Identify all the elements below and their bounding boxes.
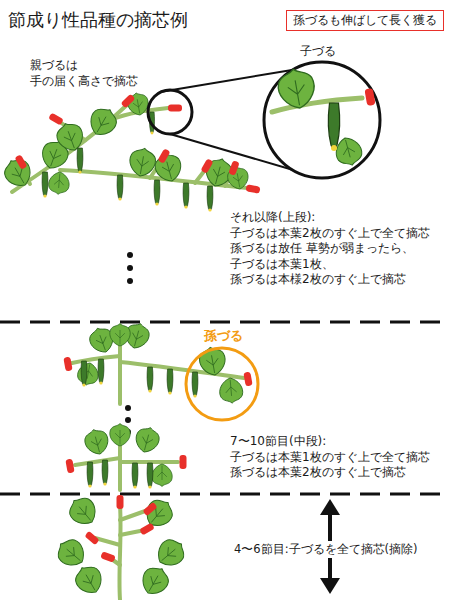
note-box: 孫づるも伸ばして長く獲る [286, 10, 444, 31]
middle-plant-lower-part [75, 446, 178, 490]
bottom-plant-part [84, 531, 99, 545]
zoom-callout-part [364, 88, 375, 106]
section-divider-part [0, 493, 450, 496]
ellipsis-dots-part [127, 252, 133, 258]
bottom-plant-part [137, 562, 173, 599]
middle-plant-part [110, 324, 130, 346]
middle-plant-part-part [72, 356, 120, 363]
section-divider-part [0, 321, 450, 324]
top-plant-part [14, 154, 27, 170]
middle-plant-lower-part [87, 462, 93, 488]
bottom-plant-part-part [95, 538, 120, 545]
bottom-plant-part [100, 551, 116, 562]
middle-plant-lower-part [147, 463, 153, 489]
sub-shoot-label: 孫づる [204, 328, 243, 345]
middle-plant-part [63, 356, 72, 371]
middle-plant-lower-part [102, 460, 108, 486]
top-plant-part-part [12, 104, 128, 192]
range-arrow-part [320, 499, 340, 515]
middle-plant-part [167, 369, 173, 395]
middle-plant-lower-part [133, 425, 162, 455]
top-plant-part [42, 172, 48, 198]
range-arrow-part [320, 578, 340, 594]
top-plant-part [200, 158, 213, 174]
bottom-plant-part [117, 495, 124, 509]
bottom-plant-part [71, 561, 107, 598]
middle-plant-part [243, 371, 252, 386]
note-text: 孫づるも伸ばして長く獲る [293, 13, 437, 28]
top-plant-part [154, 180, 160, 206]
top-plant-part [245, 184, 260, 193]
middle-plant-lower-part [152, 464, 172, 486]
middle-plant [63, 321, 258, 420]
top-plant-part [117, 175, 123, 201]
bottom-plant-part [142, 502, 157, 516]
zoom-callout-part [329, 103, 340, 151]
zoom-callout-part [276, 66, 318, 111]
bottom-plant-part [152, 534, 190, 572]
middle-plant-part-part [120, 362, 244, 378]
zoom-callout-part [264, 62, 380, 178]
ellipsis-dots-part [125, 417, 131, 423]
diagram-title: 節成り性品種の摘芯例 [8, 8, 188, 31]
middle-plant-lower-part [180, 455, 187, 469]
middle-plant-lower-part [132, 463, 138, 489]
top-plant-part [157, 148, 170, 164]
middle-plant-part [81, 361, 87, 387]
upper-section-note: それ以降(上段): 子づるは本葉2枚のすぐ上で全て摘芯 孫づるは放任 草勢が弱ま… [230, 210, 444, 288]
top-plant-part [77, 148, 83, 174]
ellipsis-dots-part [127, 265, 133, 271]
middle-plant-lower-part [110, 424, 130, 446]
middle-plant-part [192, 372, 198, 398]
top-plant-part [228, 160, 239, 176]
middle-plant-part [98, 359, 104, 385]
top-plant-part [207, 186, 213, 212]
ellipsis-dots-part [127, 278, 133, 284]
top-plant-part [0, 154, 36, 191]
top-plant-part [48, 171, 70, 195]
bottom-plant-part [64, 492, 102, 530]
bottom-plant-part [52, 534, 90, 572]
zoom-callout-part [148, 90, 192, 134]
middle-plant-lower-part [65, 458, 74, 473]
top-plant-part [152, 151, 184, 185]
top-plant [0, 91, 261, 211]
middle-plant-part [219, 377, 244, 404]
middle-section-note: 7〜10節目(中段): 子づるは本葉1枚のすぐ上で全て摘芯 孫づるは本葉2枚のす… [230, 434, 444, 481]
section-divider [0, 322, 450, 494]
bottom-plant [52, 492, 189, 600]
bottom-plant-part [139, 522, 155, 535]
top-plant-part [127, 146, 157, 178]
middle-plant-lower-part-part [118, 446, 122, 490]
middle-plant-lower [65, 424, 186, 490]
zoom-callout [148, 62, 380, 178]
side-shoot-label: 子づる [300, 44, 336, 60]
bottom-plant-part [95, 504, 148, 600]
top-plant-part [48, 112, 64, 125]
highlight-circle [186, 348, 258, 420]
main-vine-note: 親づるは 手の届く高さで摘芯 [30, 58, 148, 89]
top-plant-part [168, 105, 182, 112]
ellipsis-dots-part [125, 405, 131, 411]
top-plant-part [85, 103, 121, 140]
middle-plant-lower-part-part [75, 458, 120, 465]
lower-section-note: 4〜6節目:子づるを全て摘芯(摘除) [232, 541, 419, 558]
middle-plant-part [72, 346, 244, 404]
top-plant-part [121, 94, 136, 109]
middle-plant-part [147, 367, 153, 393]
middle-plant-lower-part [82, 427, 111, 457]
top-plant-part [183, 183, 189, 209]
middle-plant-part [76, 361, 100, 387]
